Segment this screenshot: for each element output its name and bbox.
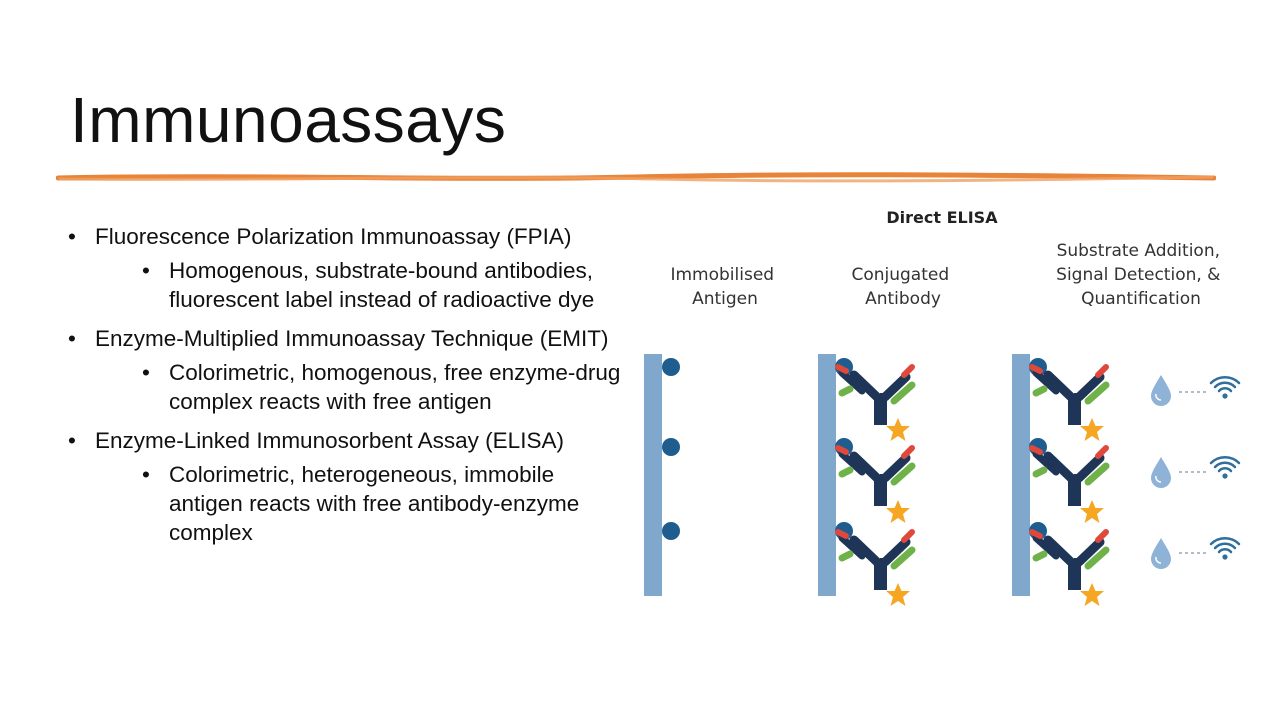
bullet-fpia-text: Fluorescence Polarization Immunoassay (F… <box>95 224 572 249</box>
enzyme-star-icon <box>1080 583 1104 606</box>
column-head-antibody-line2: Antibody <box>865 289 941 309</box>
antibody-complex <box>835 522 912 606</box>
antigen-dot-icon <box>662 358 680 376</box>
column-head-substrate: Substrate Addition, Signal Detection, & … <box>1056 241 1226 309</box>
signal-wifi-icon <box>1209 456 1241 480</box>
direct-elisa-diagram: Direct ELISA Immobilised Antigen Conjuga… <box>644 208 1241 606</box>
sub-bullet-fpia: Homogenous, substrate-bound antibodies, … <box>95 256 628 314</box>
enzyme-star-icon <box>1080 500 1104 523</box>
bullet-emit: Enzyme-Multiplied Immunoassay Technique … <box>68 324 628 416</box>
plate-antibody <box>818 354 836 596</box>
enzyme-star-icon <box>1080 418 1104 441</box>
enzyme-star-icon <box>886 418 910 441</box>
antibody-complex <box>1029 358 1106 441</box>
bullet-emit-text: Enzyme-Multiplied Immunoassay Technique … <box>95 326 609 351</box>
bullet-list: Fluorescence Polarization Immunoassay (F… <box>68 222 628 557</box>
column-head-substrate-line2: Signal Detection, & <box>1056 265 1220 285</box>
antibody-complex <box>1029 438 1106 523</box>
substrate-drop-icon <box>1150 537 1172 570</box>
column-head-antigen: Immobilised Antigen <box>670 265 779 309</box>
sub-bullet-emit: Colorimetric, homogenous, free enzyme-dr… <box>95 358 628 416</box>
antibody-complex <box>835 438 912 523</box>
antibody-y-icon <box>838 367 912 425</box>
substrate-drop-icon <box>1150 374 1172 407</box>
title-underline <box>56 172 1216 183</box>
antibody-y-icon <box>1032 532 1106 590</box>
column-head-antigen-line2: Antigen <box>692 289 758 309</box>
antigen-dot-icon <box>662 522 680 540</box>
column-head-substrate-line3: Quantification <box>1081 289 1201 309</box>
bullet-fpia: Fluorescence Polarization Immunoassay (F… <box>68 222 628 314</box>
signal-wifi-icon <box>1209 376 1241 400</box>
column-head-antigen-line1: Immobilised <box>670 265 774 285</box>
column-head-antibody: Conjugated Antibody <box>851 265 954 309</box>
antibody-complex <box>1029 522 1106 606</box>
bullet-elisa-text: Enzyme-Linked Immunosorbent Assay (ELISA… <box>95 428 564 453</box>
antibody-complex <box>835 358 912 441</box>
antibody-y-icon <box>1032 448 1106 506</box>
plate-substrate <box>1012 354 1030 596</box>
substrate-drop-icon <box>1150 456 1172 489</box>
diagram-title: Direct ELISA <box>886 208 998 227</box>
column-head-antibody-line1: Conjugated <box>851 265 949 285</box>
antibody-y-icon <box>838 448 912 506</box>
antigen-dot-icon <box>662 438 680 456</box>
slide-title: Immunoassays <box>70 84 507 156</box>
column-head-substrate-line1: Substrate Addition, <box>1057 241 1220 261</box>
antibody-y-icon <box>1032 367 1106 425</box>
enzyme-star-icon <box>886 583 910 606</box>
enzyme-star-icon <box>886 500 910 523</box>
antibody-y-icon <box>838 532 912 590</box>
plate-antigen <box>644 354 662 596</box>
sub-bullet-elisa: Colorimetric, heterogeneous, immobile an… <box>95 460 628 547</box>
signal-wifi-icon <box>1209 537 1241 561</box>
bullet-elisa: Enzyme-Linked Immunosorbent Assay (ELISA… <box>68 426 628 547</box>
